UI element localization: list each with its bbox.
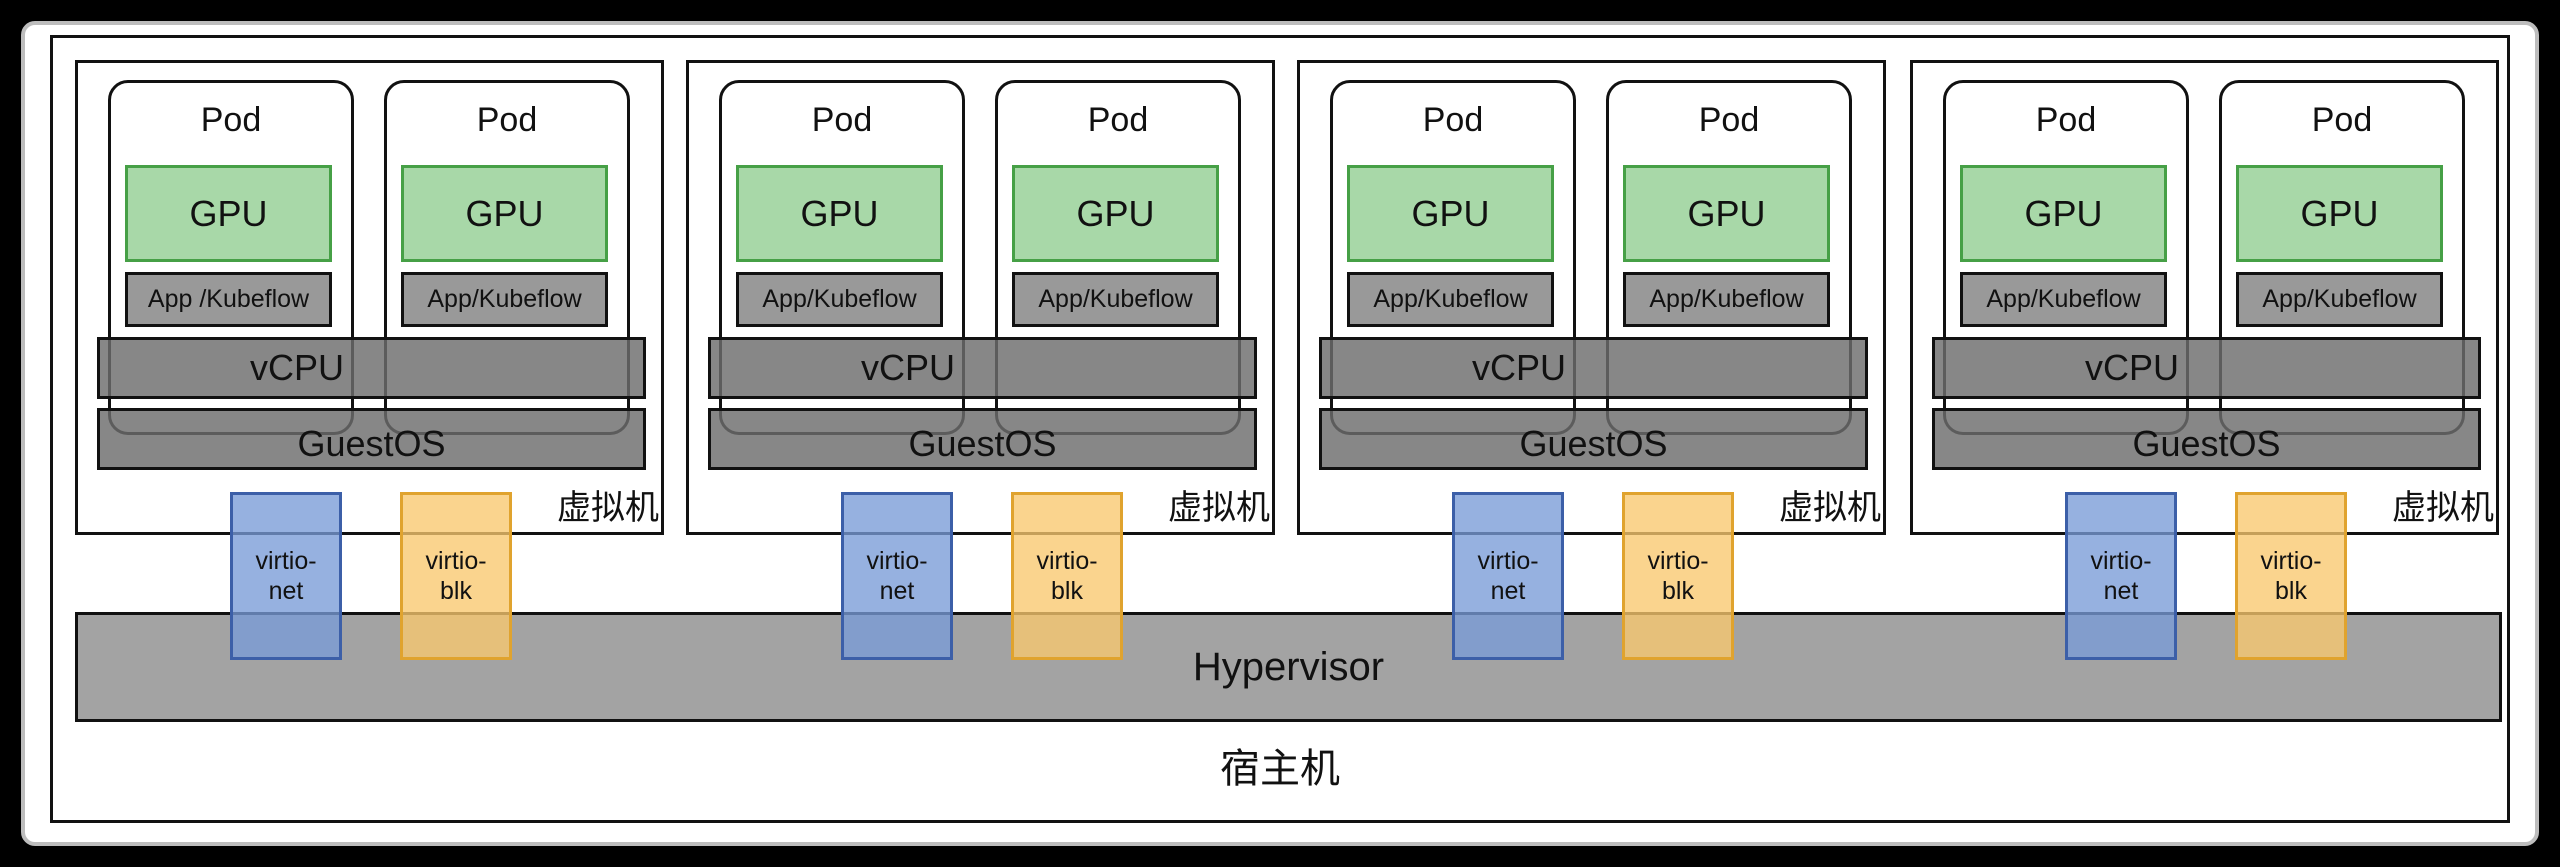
- guestos-bar: GuestOS: [1932, 408, 2481, 470]
- app-kubeflow-box: App/Kubeflow: [1012, 272, 1219, 327]
- gpu-box: GPU: [2236, 165, 2443, 262]
- guestos-bar: GuestOS: [97, 408, 646, 470]
- guestos-bar: GuestOS: [708, 408, 1257, 470]
- vm-label: 虚拟机: [1779, 489, 1881, 527]
- vm-label: 虚拟机: [557, 489, 659, 527]
- vcpu-bar: vCPU: [708, 337, 1257, 399]
- pod-label: Pod: [1422, 101, 1484, 139]
- vcpu-label: vCPU: [250, 347, 345, 388]
- pod-label: Pod: [2311, 101, 2373, 139]
- vcpu-label: vCPU: [861, 347, 956, 388]
- host-machine-box: [50, 35, 2510, 823]
- virtio-blk-box: virtio- blk: [1011, 492, 1123, 660]
- app-kubeflow-box: App/Kubeflow: [1347, 272, 1554, 327]
- host-label: 宿主机: [1220, 747, 1340, 791]
- gpu-box: GPU: [125, 165, 332, 262]
- virtio-blk-box: virtio- blk: [2235, 492, 2347, 660]
- guestos-bar: GuestOS: [1319, 408, 1868, 470]
- vm-label: 虚拟机: [1168, 489, 1270, 527]
- virtio-net-box: virtio- net: [2065, 492, 2177, 660]
- app-kubeflow-box: App/Kubeflow: [1623, 272, 1830, 327]
- gpu-box: GPU: [401, 165, 608, 262]
- app-kubeflow-box: App/Kubeflow: [401, 272, 608, 327]
- gpu-box: GPU: [1623, 165, 1830, 262]
- gpu-box: GPU: [1012, 165, 1219, 262]
- app-kubeflow-box: App/Kubeflow: [736, 272, 943, 327]
- guestos-label: GuestOS: [2132, 423, 2281, 464]
- vcpu-bar: vCPU: [1319, 337, 1868, 399]
- guestos-label: GuestOS: [1519, 423, 1668, 464]
- vcpu-bar: vCPU: [97, 337, 646, 399]
- pod-label: Pod: [1087, 101, 1149, 139]
- guestos-label: GuestOS: [908, 423, 1057, 464]
- pod-label: Pod: [200, 101, 262, 139]
- hypervisor-label: Hypervisor: [1192, 644, 1385, 689]
- pod-label: Pod: [811, 101, 873, 139]
- app-kubeflow-box: App/Kubeflow: [2236, 272, 2443, 327]
- gpu-box: GPU: [1960, 165, 2167, 262]
- app-kubeflow-box: App/Kubeflow: [1960, 272, 2167, 327]
- vcpu-label: vCPU: [2085, 347, 2180, 388]
- virtio-net-box: virtio- net: [1452, 492, 1564, 660]
- virtio-net-box: virtio- net: [230, 492, 342, 660]
- pod-label: Pod: [2035, 101, 2097, 139]
- pod-label: Pod: [1698, 101, 1760, 139]
- virtio-blk-box: virtio- blk: [400, 492, 512, 660]
- virtio-net-box: virtio- net: [841, 492, 953, 660]
- guestos-label: GuestOS: [297, 423, 446, 464]
- pod-label: Pod: [476, 101, 538, 139]
- gpu-box: GPU: [736, 165, 943, 262]
- vcpu-bar: vCPU: [1932, 337, 2481, 399]
- app-kubeflow-box: App /Kubeflow: [125, 272, 332, 327]
- vm-label: 虚拟机: [2392, 489, 2494, 527]
- gpu-box: GPU: [1347, 165, 1554, 262]
- virtio-blk-box: virtio- blk: [1622, 492, 1734, 660]
- vcpu-label: vCPU: [1472, 347, 1567, 388]
